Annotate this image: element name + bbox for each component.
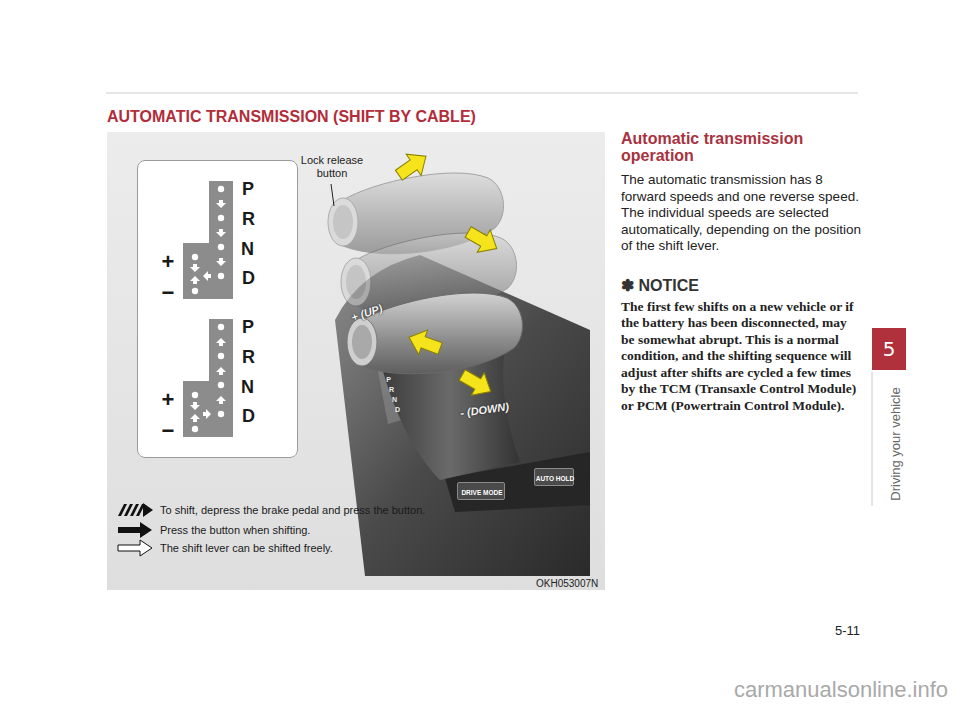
console-button: AUTO HOLD [534,468,574,486]
watermark: carmanualsonline.info [713,677,948,702]
notice-text: The first few shifts on a new vehicle or… [621,299,861,415]
gate-position-label: + [158,250,178,274]
header-rule [106,93,858,94]
illustration-use [216,367,226,375]
gate-position-label: R [242,345,266,369]
illustration-path [118,522,152,538]
gate-position-label: − [158,419,178,443]
gate-pattern-panel: PRND+−PRND+− [137,160,298,458]
illustration-circle [218,411,224,417]
illustration-circle [218,382,224,388]
illustration-use [203,271,211,281]
shift-gate-pattern [183,319,233,437]
illustration-circle [192,254,198,260]
section-heading: Automatic transmission operation [621,130,861,164]
illustration-use [391,146,433,186]
illustration-circle [218,244,224,250]
page-number: 5-11 [800,624,860,639]
legend-samples [118,503,153,556]
chapter-number: 5 [872,328,906,370]
legend-text: The shift lever can be shifted freely. [160,542,333,555]
gate-position-label: P [242,315,266,339]
illustration-use [462,221,504,260]
console-position-mark: R [387,386,396,394]
illustration-use [216,258,226,266]
illustration-circle [192,426,198,432]
illustration-use [190,402,200,410]
button-label: AUTO HOLD [535,469,575,487]
illustration-circle [218,324,224,330]
side-rule [872,372,873,506]
figure-ground [107,132,605,590]
illustration-circle [218,353,224,359]
figure-panel: OKH053007NPRND+−PRND+−DRIVE MODEAUTO HOL… [107,132,605,590]
console-button: DRIVE MODE [457,482,505,500]
illustration-path [335,255,590,576]
figure-code: OKH053007N [536,577,602,591]
illustration-use [216,338,226,346]
illustration-use [347,293,522,374]
illustration-circle [192,392,198,398]
shift-gate-pattern [183,181,233,299]
illustration-use [190,264,200,272]
illustration-use [216,200,226,208]
illustration-use [190,414,200,422]
gate-position-label: D [242,404,266,428]
gate-position-label: N [241,375,265,399]
console-position-mark: D [393,406,402,414]
body-text: The automatic transmission has 8 forward… [621,172,861,255]
illustration-circle [192,288,198,294]
illustration-use [203,409,211,419]
gate-position-label: + [158,388,178,412]
page-title: AUTOMATIC TRANSMISSION (SHIFT BY CABLE) [107,108,476,126]
part-label: Lock release button [294,154,370,180]
illustration-circle [218,186,224,192]
notice-heading: ✽ NOTICE [621,277,861,295]
gate-position-label: − [158,281,178,305]
chapter-tab: 5 [872,328,906,370]
chapter-name: Driving your vehicle [888,364,904,524]
illustration-use [216,229,226,237]
gate-panel-ground [137,160,298,458]
illustration-path [183,319,233,437]
gate-position-label: P [242,177,266,201]
legend-text: Press the button when shifting. [160,524,310,537]
illustration-circle [218,273,224,279]
legend-text: To shift, depress the brake pedal and pr… [160,504,425,517]
illustration-path [183,181,233,299]
button-label: DRIVE MODE [458,483,506,501]
illustration-use [456,364,498,403]
illustration-path [143,503,153,517]
illustration-path [118,540,152,556]
illustration-use [405,325,445,361]
gate-position-label: D [242,266,266,290]
illustration-circle [218,215,224,221]
illustration-line [331,184,334,206]
illustration-use [216,396,226,404]
illustration-use [190,276,200,284]
gate-position-label: N [241,237,265,261]
gate-position-label: R [242,207,266,231]
console-position-mark: P [384,376,393,384]
console-position-mark: N [390,396,399,404]
